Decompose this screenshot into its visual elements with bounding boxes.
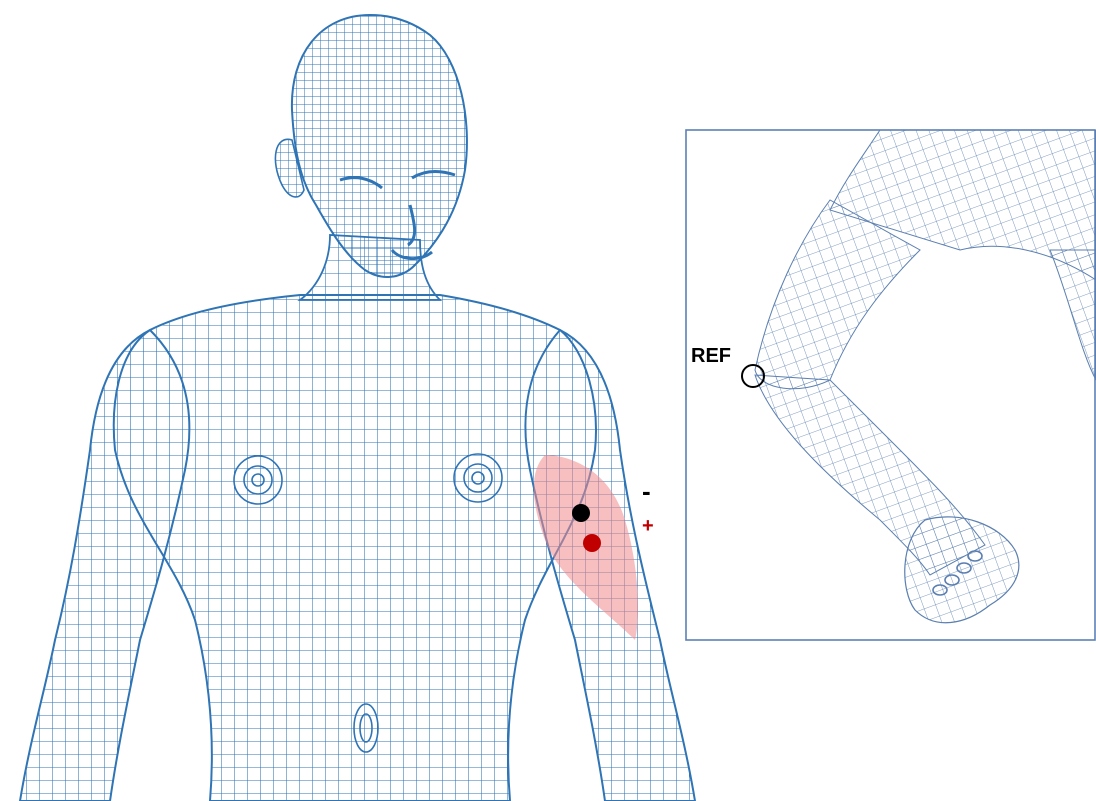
positive-electrode [583, 534, 601, 552]
reference-electrode-label: REF [691, 345, 731, 367]
positive-electrode-label: + [642, 515, 654, 537]
negative-electrode-label: - [642, 476, 651, 506]
body-wireframe [20, 15, 695, 801]
right-arm-mesh [20, 330, 189, 801]
neck-mesh [300, 235, 440, 300]
inset-panel: REF [686, 130, 1096, 640]
negative-electrode [572, 504, 590, 522]
